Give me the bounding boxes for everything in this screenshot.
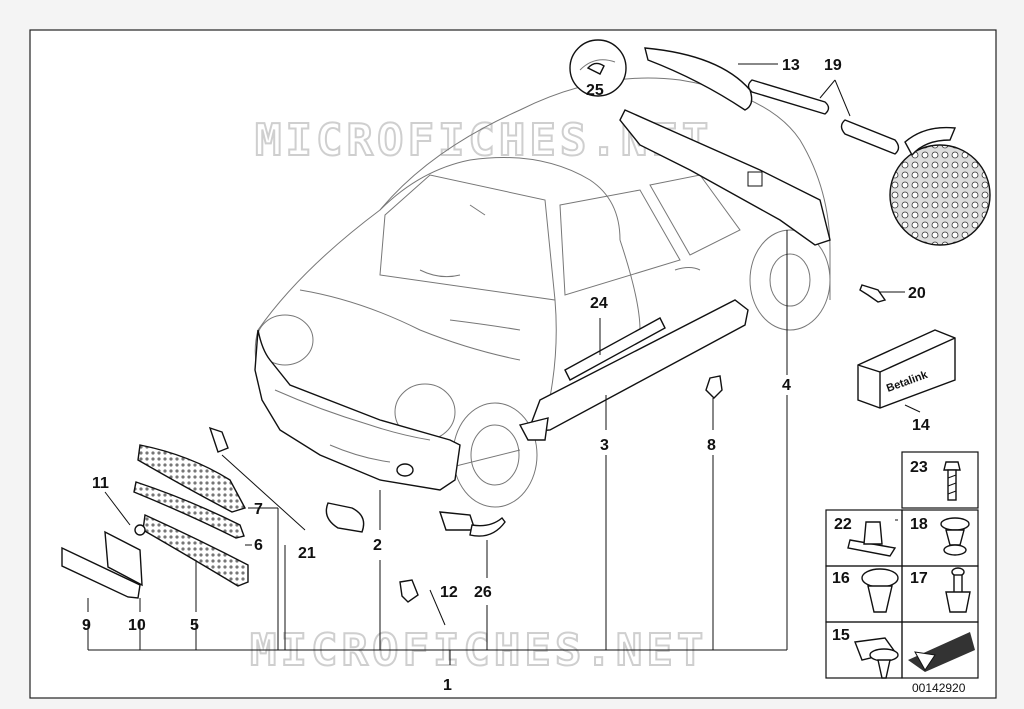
callout-25: 25 (586, 82, 604, 99)
arrow-tape-icon (908, 632, 975, 672)
callout-15: 15 (832, 627, 850, 644)
callout-3: 3 (600, 437, 609, 454)
callout-1: 1 (443, 677, 452, 694)
part-26-cover (438, 511, 476, 531)
part-10-plate-holder (104, 530, 143, 587)
part-14-betalink-box: Betalink (857, 329, 956, 409)
part-12-bracket (399, 579, 419, 603)
callout-9: 9 (82, 617, 91, 634)
callout-6: 6 (254, 537, 263, 554)
leader-lines (87, 63, 921, 665)
part-19-strip-a (747, 79, 830, 115)
part-19-round-grille (889, 144, 991, 246)
callout-20: 20 (908, 285, 926, 302)
callout-14: 14 (912, 417, 930, 434)
callout-26: 26 (474, 584, 492, 601)
callout-10: 10 (128, 617, 146, 634)
callout-7: 7 (254, 501, 263, 518)
part-11-plug (134, 524, 146, 536)
part-19-strip-b (840, 119, 900, 155)
callout-22: 22 (834, 516, 852, 533)
part-4-rear-bumper (619, 109, 831, 246)
part-21-fog-cover (325, 502, 365, 533)
part-front-bumper (254, 329, 461, 491)
callout-16: 16 (832, 570, 850, 587)
callout-5: 5 (190, 617, 199, 634)
callout-12: 12 (440, 584, 458, 601)
part-24-sill-trim (564, 317, 666, 381)
reference-number: 00142920 (912, 681, 966, 695)
callout-labels: 1 2 3 4 5 6 7 8 9 10 11 12 13 14 15 16 1… (82, 57, 930, 694)
part-8-bracket (705, 375, 723, 399)
part-mesh-grille-upper (137, 444, 247, 513)
callout-4: 4 (782, 377, 791, 394)
callout-18: 18 (910, 516, 928, 533)
callout-21: 21 (298, 545, 316, 562)
part-15-pad-clip (854, 637, 899, 679)
part-6-grille-mid (133, 481, 245, 539)
callout-19: 19 (824, 57, 842, 74)
part-17-expansion-rivet (945, 567, 971, 613)
callout-24: 24 (590, 295, 608, 312)
callout-2: 2 (373, 537, 382, 554)
part-5-grille-lower (142, 513, 249, 587)
callout-8: 8 (707, 437, 716, 454)
fastener-grid (825, 451, 979, 679)
part-22-clip-nut (847, 521, 897, 557)
callout-11: 11 (92, 475, 109, 492)
part-16-push-clip (861, 568, 899, 613)
part-20-clip (859, 284, 887, 303)
callout-17: 17 (910, 570, 928, 587)
part-23-bolt (943, 461, 961, 501)
part-18-rivet (940, 517, 970, 556)
diagram-border (29, 29, 997, 699)
part-9-plate-base (61, 546, 141, 599)
callout-13: 13 (782, 57, 800, 74)
callout-23: 23 (910, 459, 928, 476)
part-13-roof-spoiler (644, 47, 753, 111)
